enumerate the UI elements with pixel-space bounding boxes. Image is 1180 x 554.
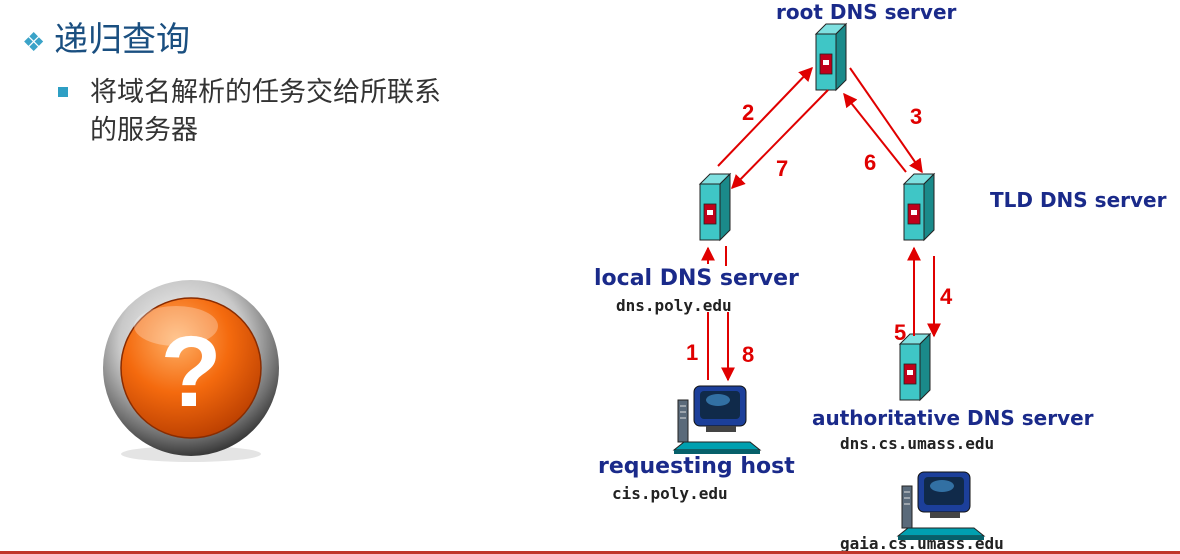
- tld-server-label: TLD DNS server: [990, 188, 1167, 212]
- auth-server-label: authoritative DNS server: [812, 406, 1094, 430]
- step-6: 6: [864, 150, 877, 175]
- heading-text: 递归查询: [54, 20, 190, 60]
- arrow-step-3: [849, 67, 923, 174]
- tld-server-icon: [903, 173, 935, 241]
- diamond-bullet-icon: ❖: [22, 28, 46, 58]
- bullet-line-2: 的服务器: [90, 115, 198, 146]
- step-5: 5: [894, 320, 907, 345]
- square-bullet-icon: [58, 87, 68, 97]
- step-4: 4: [940, 284, 953, 309]
- gaia-host-icon: [897, 471, 985, 541]
- dns-diagram: [673, 23, 985, 541]
- auth-server-hostname: dns.cs.umass.edu: [840, 434, 995, 453]
- requesting-host-icon: [673, 385, 761, 455]
- svg-text:?: ?: [160, 316, 221, 428]
- step-8: 8: [742, 342, 755, 367]
- step-1: 1: [686, 340, 699, 365]
- root-server-label: root DNS server: [776, 0, 957, 24]
- arrow-step-2: [717, 66, 813, 167]
- question-mark-icon: ?: [103, 280, 279, 462]
- local-server-hostname: dns.poly.edu: [616, 296, 732, 315]
- local-server-label: local DNS server: [594, 266, 799, 291]
- step-7: 7: [776, 156, 789, 181]
- bottom-divider: [0, 551, 1180, 554]
- step-3: 3: [910, 104, 923, 129]
- bullet-line-1: 将域名解析的任务交给所联系: [90, 77, 441, 108]
- root-server-icon: [815, 23, 847, 91]
- arrow-step-7: [731, 89, 829, 190]
- requesting-host-label: requesting host: [598, 454, 795, 479]
- gaia-hostname: gaia.cs.umass.edu: [840, 534, 1004, 553]
- step-2: 2: [742, 100, 755, 125]
- requesting-host-hostname: cis.poly.edu: [612, 484, 728, 503]
- local-server-icon: [699, 173, 731, 241]
- bullet-item: 将域名解析的任务交给所联系 的服务器: [58, 74, 530, 150]
- arrow-step-6: [843, 92, 907, 173]
- slide-heading: ❖ 递归查询: [22, 20, 190, 63]
